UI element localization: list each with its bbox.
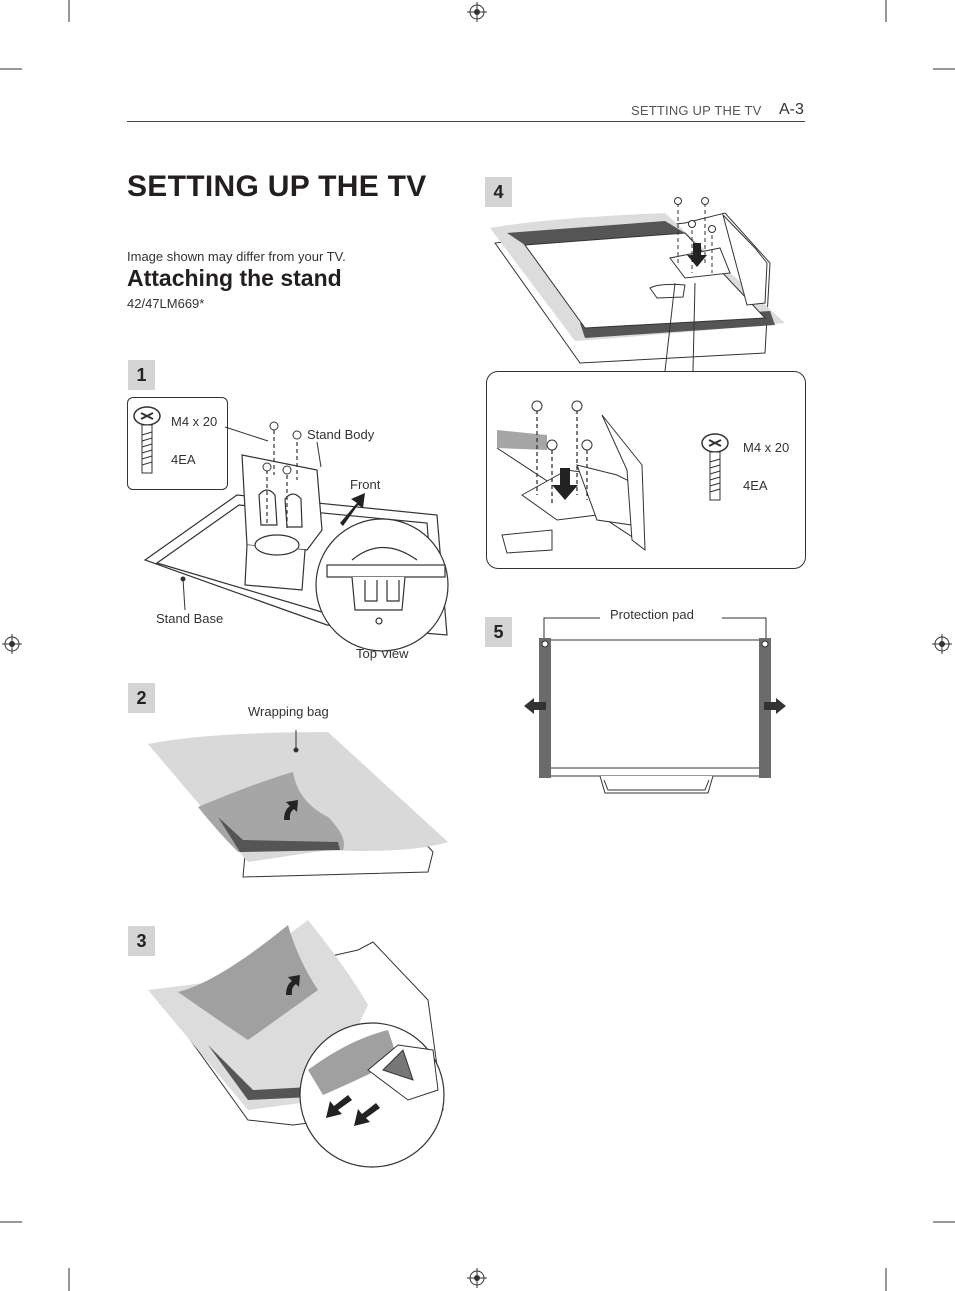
step-2-illustration bbox=[148, 730, 448, 878]
registration-mark-icon bbox=[467, 1268, 487, 1288]
screw-icon bbox=[701, 433, 729, 501]
step-5-protection-pad-label: Protection pad bbox=[610, 607, 694, 622]
arrow-down-icon bbox=[354, 1103, 380, 1126]
arrow-left-icon bbox=[524, 698, 546, 714]
step-2-wrapping-bag-label: Wrapping bag bbox=[248, 704, 329, 719]
header-rule bbox=[127, 121, 805, 122]
page-title: SETTING UP THE TV bbox=[127, 170, 427, 203]
step-4-badge: 4 bbox=[485, 177, 512, 207]
step-5-badge: 5 bbox=[485, 617, 512, 647]
arrow-up-icon bbox=[286, 975, 300, 995]
step-3-badge: 3 bbox=[128, 926, 155, 956]
image-note: Image shown may differ from your TV. bbox=[127, 249, 346, 264]
section-heading: Attaching the stand bbox=[127, 265, 342, 291]
registration-mark-icon bbox=[932, 634, 952, 654]
step-4-screw-qty: 4EA bbox=[743, 478, 768, 493]
arrow-up-icon bbox=[284, 800, 298, 820]
registration-mark-icon bbox=[467, 2, 487, 22]
step-1-screw-box bbox=[127, 397, 228, 490]
step-5-illustration bbox=[524, 617, 786, 794]
step-4-illustration bbox=[490, 197, 785, 372]
step-1-screw-size: M4 x 20 bbox=[171, 414, 218, 429]
step-4-detail-illustration bbox=[496, 400, 646, 554]
arrow-right-icon bbox=[764, 698, 786, 714]
step-4-screw-size: M4 x 20 bbox=[743, 440, 790, 455]
step-3-illustration bbox=[148, 920, 445, 1168]
model-number: 42/47LM669* bbox=[127, 296, 205, 311]
registration-mark-icon bbox=[2, 634, 22, 654]
step-1-badge: 1 bbox=[128, 360, 155, 390]
step-2-badge: 2 bbox=[128, 683, 155, 713]
header-section: SETTING UP THE TV bbox=[631, 103, 762, 118]
step-1-stand-body-label: Stand Body bbox=[307, 427, 375, 442]
step-1-screw-qty: 4EA bbox=[171, 452, 196, 467]
arrow-down-icon bbox=[687, 243, 707, 267]
arrow-down-icon bbox=[326, 1095, 352, 1118]
step-1-illustration bbox=[143, 421, 449, 652]
step-1-front-label: Front bbox=[350, 477, 381, 492]
page-number: A-3 bbox=[779, 101, 804, 118]
arrow-down-icon bbox=[552, 468, 578, 500]
screw-icon bbox=[133, 406, 161, 474]
step-1-stand-base-label: Stand Base bbox=[156, 611, 224, 626]
